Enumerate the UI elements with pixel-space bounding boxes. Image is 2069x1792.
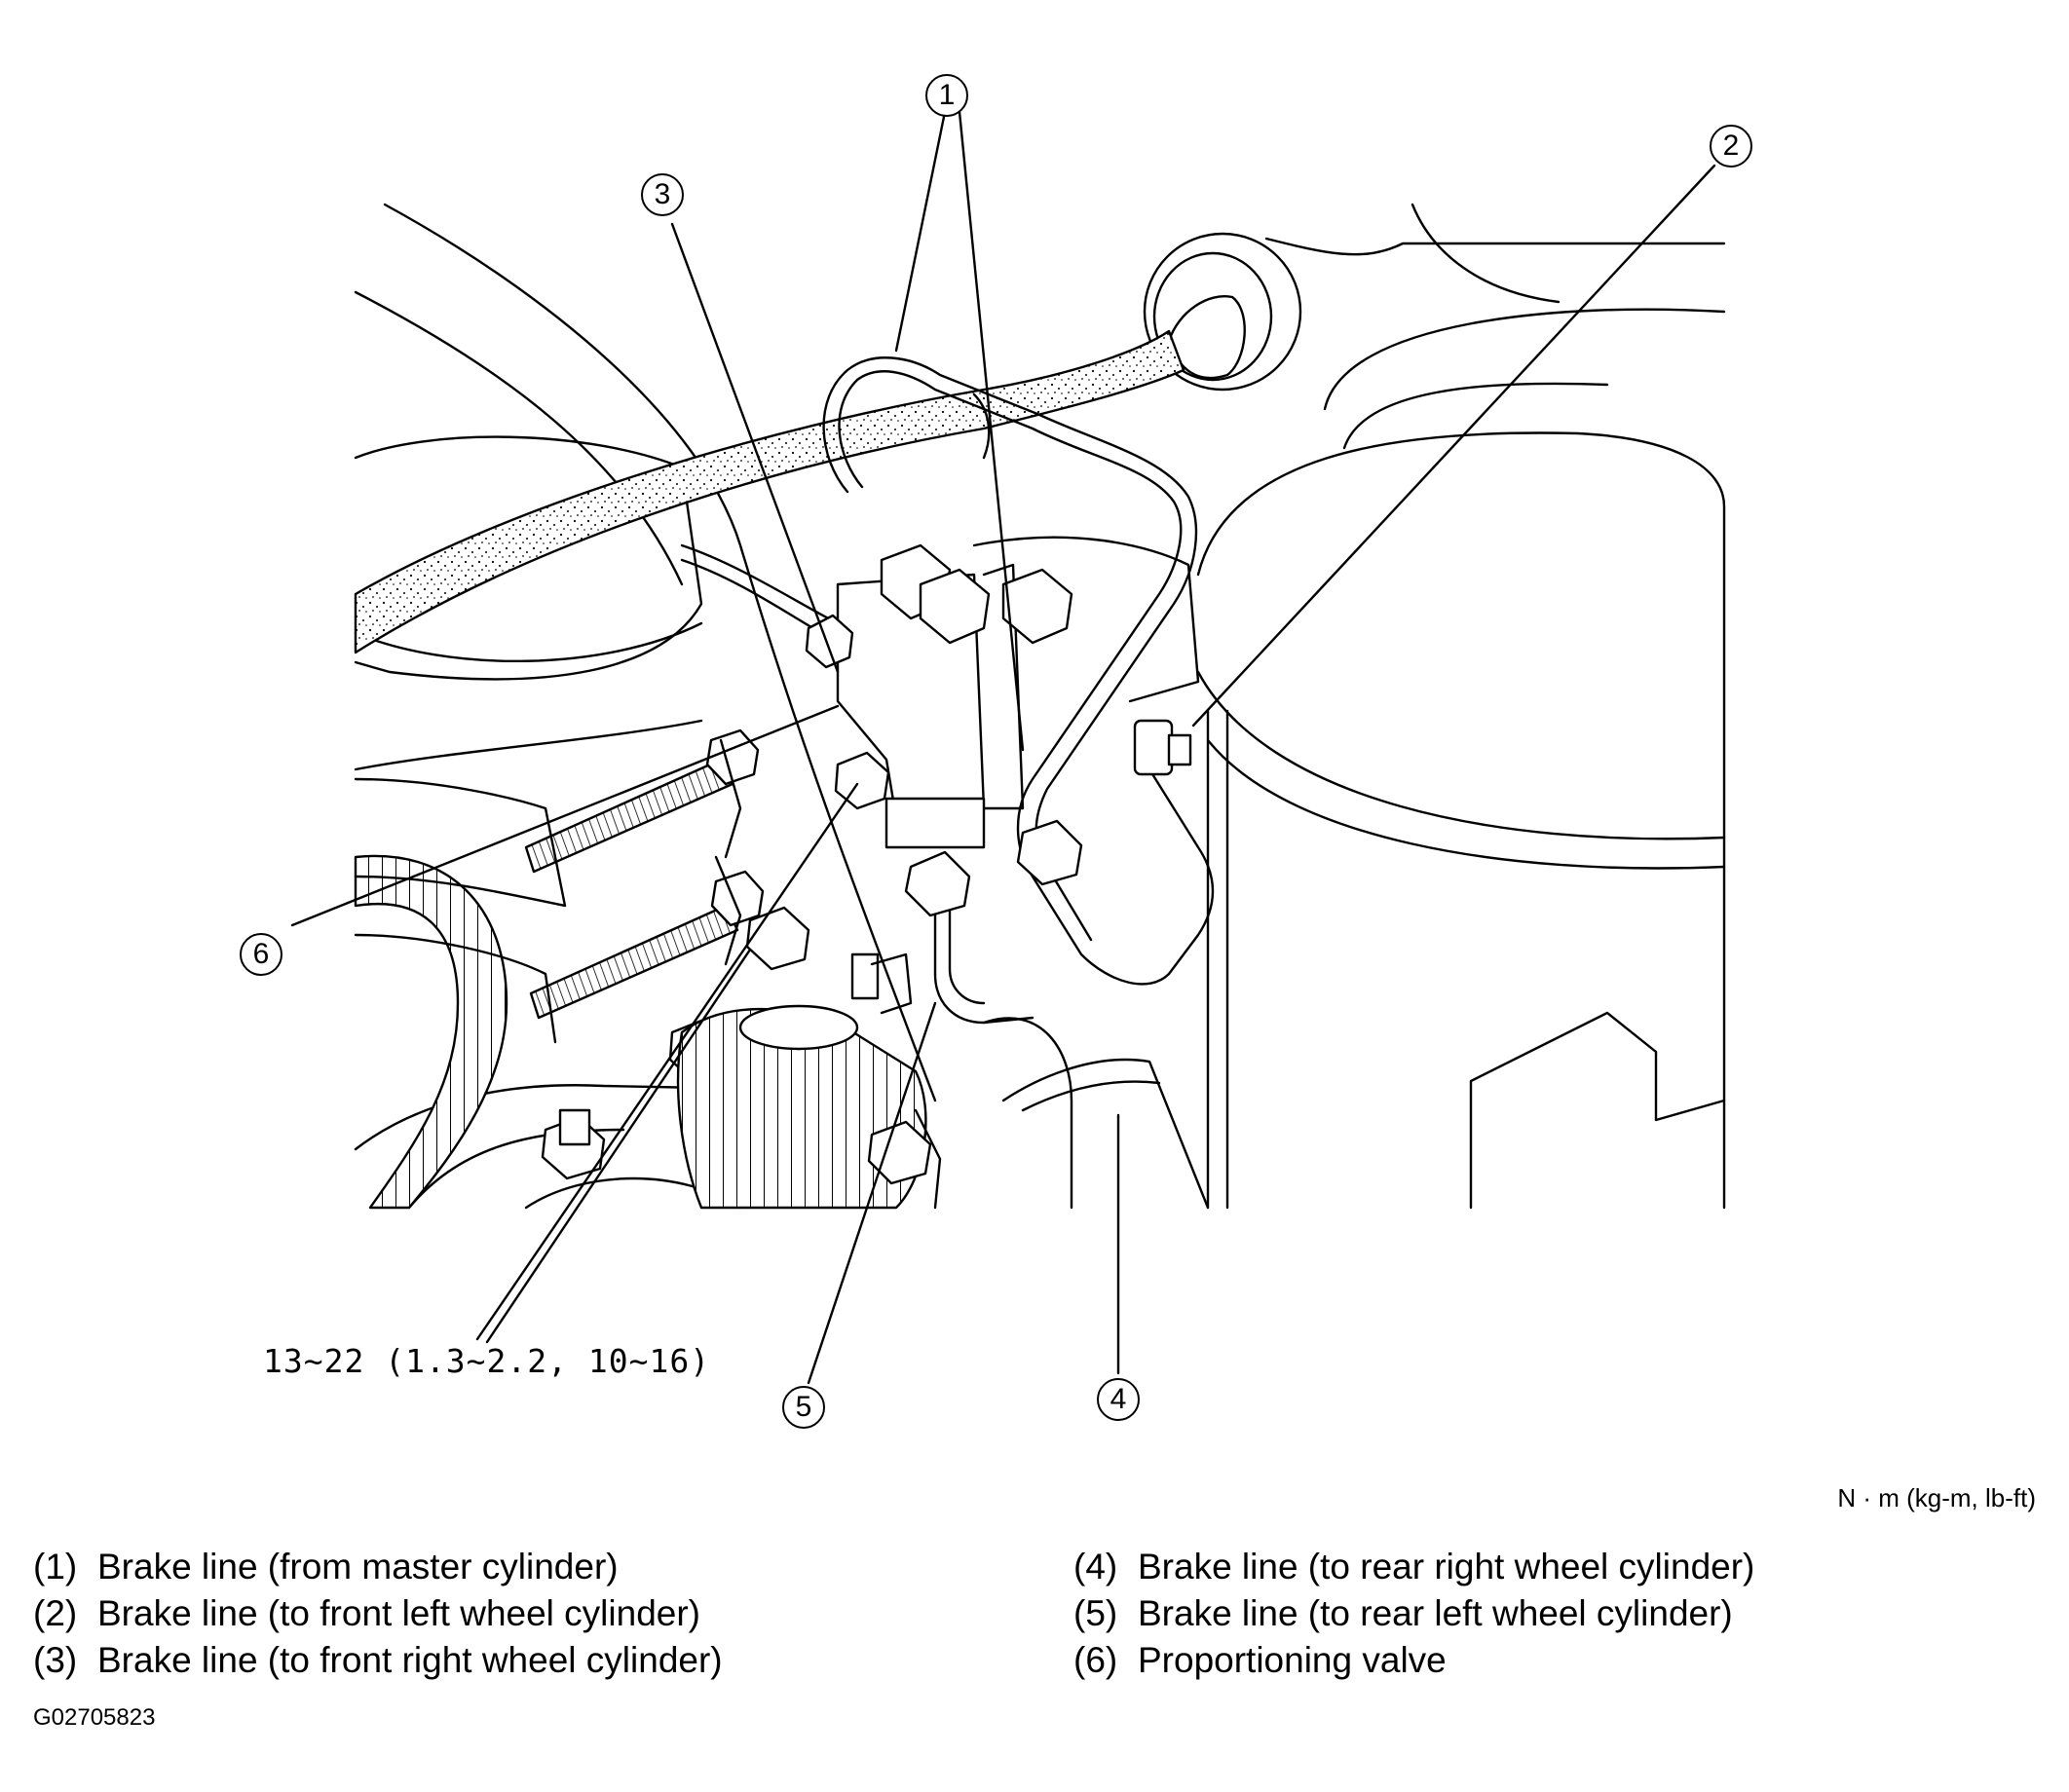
right-arch <box>1342 382 1609 450</box>
legend-number: (6) <box>1073 1640 1118 1680</box>
callout-6-label: 6 <box>252 938 270 970</box>
callout-1: 1 <box>925 74 968 117</box>
leader-1a <box>894 110 947 353</box>
brake-line-1 <box>838 370 1215 986</box>
left-reservoir-band <box>354 719 703 771</box>
legend-item: (5) Brake line (to rear left wheel cylind… <box>1073 1590 1754 1637</box>
harness-sleeve <box>972 392 991 460</box>
legend-label: Brake line (to rear right wheel cylinder… <box>1138 1547 1755 1587</box>
legend-left-column: (1) Brake line (from master cylinder) (2)… <box>33 1544 723 1684</box>
grommet-outer <box>1143 232 1302 392</box>
callout-2-label: 2 <box>1722 130 1740 162</box>
leader-torque-a <box>475 782 859 1341</box>
clamp-band-lower <box>354 933 557 1044</box>
valve-bracket <box>972 536 1200 703</box>
leader-torque-b <box>485 948 752 1344</box>
brake-line-lower <box>1001 1058 1210 1210</box>
grommet-boot <box>1167 295 1246 380</box>
legend-right-column: (4) Brake line (to rear right wheel cylin… <box>1073 1544 1754 1684</box>
torque-units: N · m (kg-m, lb-ft) <box>1837 1483 2036 1512</box>
legend-item: (3) Brake line (to front right wheel cyli… <box>33 1637 723 1684</box>
callout-6: 6 <box>240 933 282 976</box>
corrugated-hose <box>354 854 508 1210</box>
legend-item: (1) Brake line (from master cylinder) <box>33 1544 723 1590</box>
legend-label: Brake line (to rear left wheel cylinder) <box>1138 1593 1733 1633</box>
nut-middle <box>834 751 890 810</box>
legend-number: (5) <box>1073 1593 1118 1633</box>
callout-5-label: 5 <box>795 1391 812 1423</box>
legend-item: (4) Brake line (to rear right wheel cylin… <box>1073 1544 1754 1590</box>
left-reservoir-outline <box>354 435 703 681</box>
valve-lower <box>884 797 986 849</box>
bolt-lower-left-1 <box>745 906 810 971</box>
right-reservoir-top <box>1196 431 1726 1210</box>
nut-top-center <box>919 568 991 645</box>
leader-6 <box>290 704 840 927</box>
nut-top-right <box>1001 568 1073 645</box>
clamp-nut-lower <box>710 870 765 927</box>
clamp-bracket <box>714 738 742 966</box>
brake-line-4 <box>982 1017 1073 1210</box>
brake-line-5 <box>933 865 1034 1025</box>
brake-line-3 <box>680 543 840 625</box>
brake-line-1b <box>822 356 1198 942</box>
bellows-cap <box>738 1004 859 1051</box>
legend-label: Brake line (to front left wheel cylinder… <box>97 1593 700 1633</box>
top-right-curve <box>1411 203 1561 304</box>
left-fender-arc <box>383 203 937 1102</box>
clamp-bolt-upper <box>524 758 734 874</box>
clamp-band-upper <box>354 777 567 908</box>
bellows-bracket <box>914 1108 942 1210</box>
legend-label: Proportioning valve <box>1138 1640 1447 1680</box>
right-reservoir-foot <box>1469 1011 1726 1210</box>
right-arch-2 <box>1323 308 1726 411</box>
callout-5: 5 <box>782 1386 825 1429</box>
legend-item: (2) Brake line (to front left wheel cylin… <box>33 1590 723 1637</box>
legend-number: (3) <box>33 1640 78 1680</box>
callout-3-label: 3 <box>654 178 671 210</box>
callout-2: 2 <box>1710 125 1752 168</box>
right-reservoir-rim-2 <box>1206 738 1726 870</box>
right-reservoir-rim <box>1196 670 1726 840</box>
brake-line-5b <box>948 865 986 1005</box>
legend-label: Brake line (to front right wheel cylinde… <box>97 1640 723 1680</box>
legend-number: (1) <box>33 1547 78 1587</box>
clamp-bolt-lower <box>529 904 739 1020</box>
torque-spec: 13~22 (1.3~2.2, 10~16) <box>263 1342 711 1380</box>
bellows-nut <box>867 1120 932 1185</box>
bolt-stud-left <box>558 1108 591 1146</box>
callout-1-label: 1 <box>938 79 956 111</box>
legend-label: Brake line (from master cylinder) <box>97 1547 619 1587</box>
brake-line-lower-2 <box>1021 1080 1161 1112</box>
leader-5 <box>807 1001 937 1385</box>
nut-right-line <box>1016 819 1083 886</box>
leader-3 <box>670 222 840 674</box>
valve-body-right <box>982 563 1025 810</box>
bolt-stud-center <box>850 952 880 1000</box>
leader-2 <box>1191 164 1716 728</box>
callout-3: 3 <box>641 173 684 216</box>
grommet-inner <box>1152 251 1273 382</box>
callout-4-label: 4 <box>1110 1383 1127 1415</box>
leader-1b <box>958 110 1025 752</box>
wiring-harness <box>354 329 1185 654</box>
bolt-right-stud <box>1167 733 1192 766</box>
bolt-right <box>1133 719 1174 776</box>
left-reservoir-rim <box>354 621 703 662</box>
nut-bottom <box>904 850 971 917</box>
legend-item: (6) Proportioning valve <box>1073 1637 1754 1684</box>
bracket-tab <box>870 952 913 1015</box>
legend-number: (2) <box>33 1593 78 1633</box>
figure-id: G02705823 <box>33 1704 156 1731</box>
top-right-edge <box>1264 237 1726 256</box>
left-inner-arc <box>354 290 684 586</box>
callout-4: 4 <box>1097 1378 1140 1421</box>
nut-left-fitting <box>805 614 854 669</box>
legend-number: (4) <box>1073 1547 1118 1587</box>
